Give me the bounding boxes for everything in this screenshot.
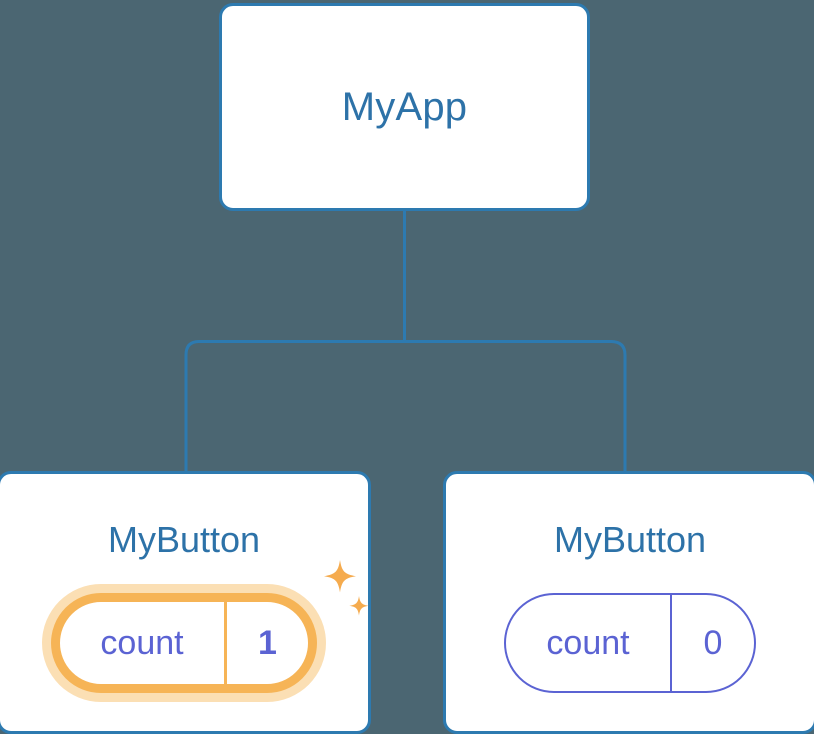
state-key-cell: count bbox=[60, 602, 224, 684]
state-pill-wrapper: count 1 bbox=[0, 593, 368, 693]
connector-branch-right bbox=[404, 340, 627, 474]
node-mybutton-left[interactable]: MyButton count 1 bbox=[0, 471, 371, 734]
state-pill[interactable]: count 0 bbox=[504, 593, 756, 693]
node-myapp[interactable]: MyApp bbox=[219, 3, 590, 211]
state-value-label: 1 bbox=[258, 624, 277, 662]
state-key-label: count bbox=[100, 624, 184, 662]
connector-branch-left bbox=[184, 340, 405, 474]
node-title: MyButton bbox=[553, 519, 707, 560]
state-pill-highlighted[interactable]: count 1 bbox=[51, 593, 317, 693]
state-key-cell: count bbox=[506, 595, 670, 691]
state-value-cell: 0 bbox=[670, 595, 754, 691]
node-title: MyButton bbox=[107, 519, 261, 560]
node-mybutton-right[interactable]: MyButton count 0 bbox=[443, 471, 814, 734]
state-value-cell: 1 bbox=[224, 602, 308, 684]
state-key-label: count bbox=[546, 624, 630, 662]
state-pill-wrapper: count 0 bbox=[446, 593, 814, 693]
node-title: MyApp bbox=[341, 85, 468, 129]
state-value-label: 0 bbox=[703, 624, 723, 662]
